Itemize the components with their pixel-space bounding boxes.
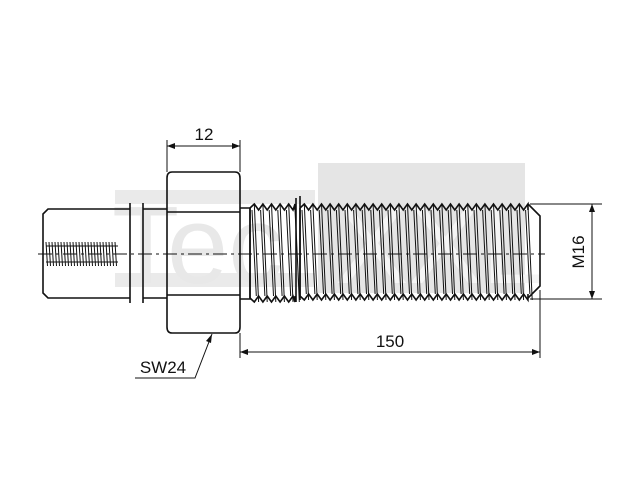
dimension-label-m16: M16 bbox=[569, 235, 588, 268]
left-stub bbox=[42, 203, 167, 303]
thread-line bbox=[251, 203, 300, 303]
wrench-size-callout: SW24 bbox=[135, 333, 213, 379]
dimension-label-12: 12 bbox=[195, 125, 214, 144]
thread-line bbox=[301, 203, 533, 301]
break-line bbox=[295, 196, 301, 302]
dimension-label-150: 150 bbox=[376, 332, 404, 351]
dimension-nut-height: 12 bbox=[166, 125, 241, 172]
hex-nut bbox=[166, 171, 241, 334]
svg-text:XXL: XXL bbox=[335, 184, 543, 307]
stub-knurl bbox=[45, 241, 118, 267]
dimension-thread-size: M16 bbox=[530, 203, 602, 300]
chamfered-end bbox=[527, 203, 541, 299]
thread-line bbox=[299, 292, 529, 303]
thread-line bbox=[249, 202, 296, 212]
dimension-thread-length: 150 bbox=[239, 290, 541, 358]
dimension-label-sw24: SW24 bbox=[140, 358, 186, 377]
svg-text:Tec: Tec bbox=[112, 184, 283, 307]
